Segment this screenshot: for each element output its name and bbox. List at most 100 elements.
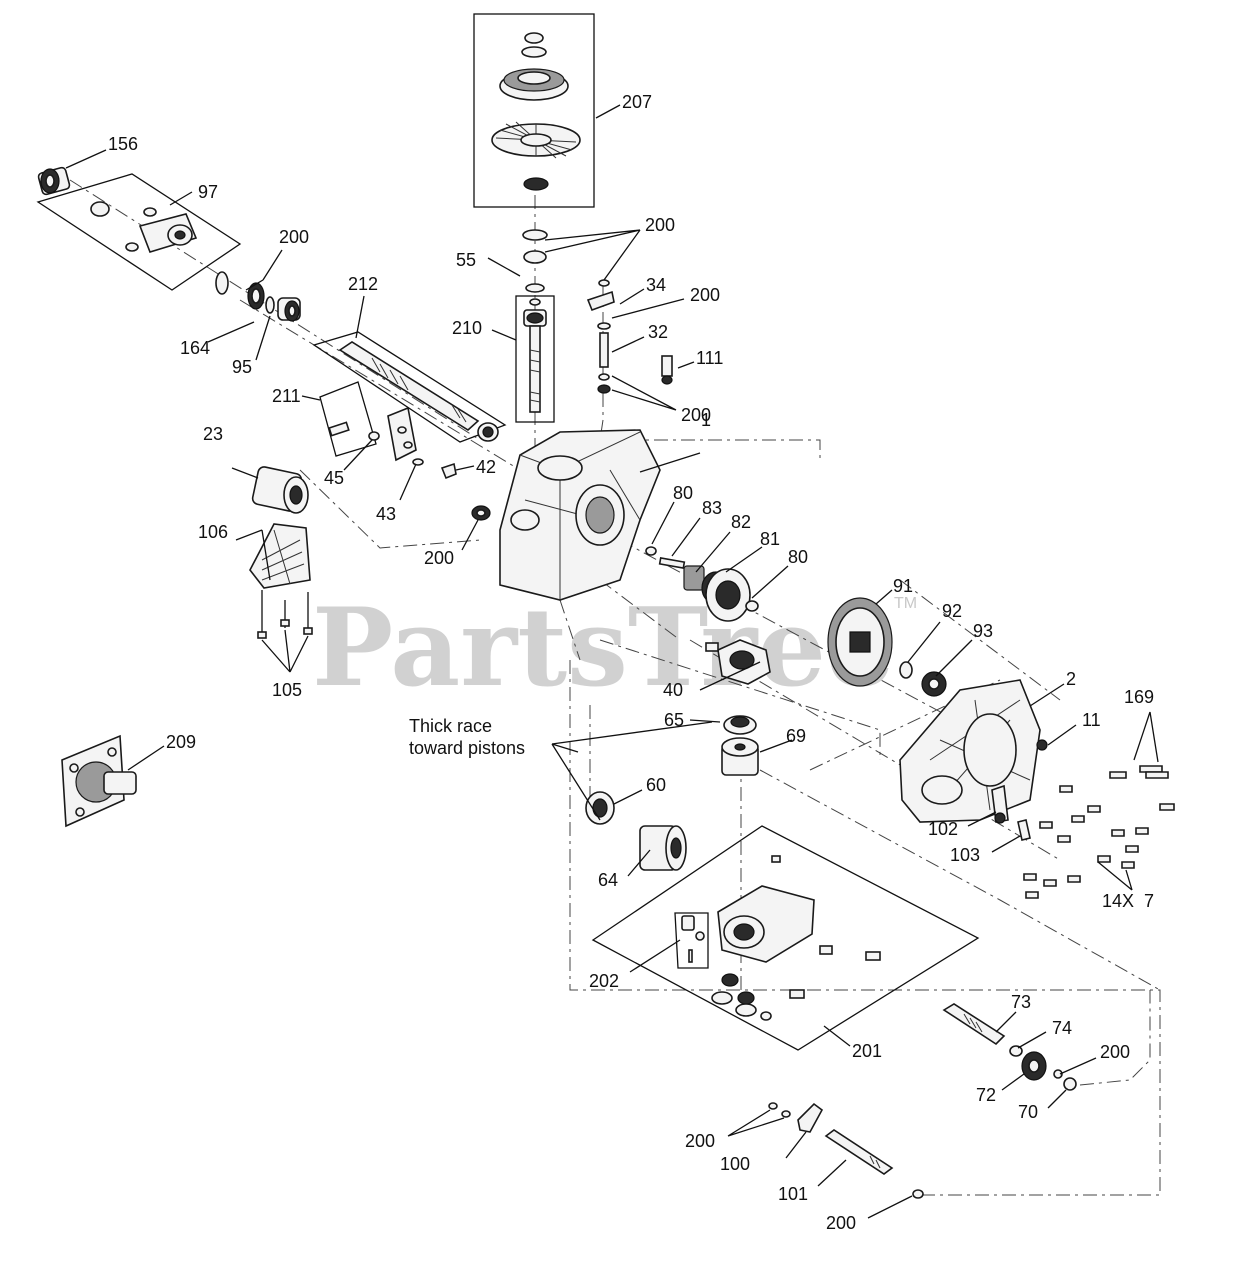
callout-69: 69 bbox=[786, 726, 806, 746]
callout-105: 105 bbox=[272, 680, 302, 700]
part-111-fitting bbox=[661, 355, 673, 385]
callout-91: 91 bbox=[893, 576, 913, 596]
part-64-pump-cylinder-block bbox=[639, 825, 687, 871]
callout-209: 209 bbox=[166, 732, 196, 752]
input-rings bbox=[522, 229, 548, 293]
part-80-83-82-81-gears bbox=[645, 546, 759, 622]
callout-95: 95 bbox=[232, 357, 252, 377]
part-169-7-bolts bbox=[1023, 765, 1175, 899]
callout-80-a: 80 bbox=[673, 483, 693, 503]
part-73-output-shaft bbox=[942, 1003, 1006, 1046]
part-97-box bbox=[36, 173, 242, 291]
callout-106: 106 bbox=[198, 522, 228, 542]
part-69-motor-cylinder-block bbox=[721, 737, 759, 776]
part-207-box bbox=[473, 13, 595, 208]
part-92-93-bearing bbox=[899, 661, 947, 697]
callout-200-h: 200 bbox=[826, 1213, 856, 1233]
part-105-screws bbox=[257, 590, 313, 639]
callout-74: 74 bbox=[1052, 1018, 1072, 1038]
part-103-clip bbox=[1017, 819, 1031, 841]
part-164-95-bearings bbox=[215, 271, 301, 322]
part-74-72-70-gear-washers bbox=[1009, 1045, 1077, 1091]
callout-45: 45 bbox=[324, 468, 344, 488]
watermark-text: PartsTree bbox=[312, 585, 895, 711]
callout-labels: 207 156 97 200 200 55 34 212 200 32 210 … bbox=[108, 92, 1154, 1233]
callout-211: 211 bbox=[272, 386, 301, 406]
callout-212: 212 bbox=[348, 274, 378, 294]
callout-97: 97 bbox=[198, 182, 218, 202]
callout-14x7: 14X 7 bbox=[1102, 891, 1154, 911]
callout-23: 23 bbox=[203, 424, 223, 444]
callout-92: 92 bbox=[942, 601, 962, 621]
note-line-1: Thick race bbox=[409, 716, 492, 736]
callout-200-f: 200 bbox=[1100, 1042, 1130, 1062]
part-207-fan-pulley-assembly bbox=[473, 13, 595, 208]
part-212-axle-shaft bbox=[312, 331, 507, 443]
callout-156: 156 bbox=[108, 134, 138, 154]
callout-200-b: 200 bbox=[645, 215, 675, 235]
callout-1: 1 bbox=[701, 410, 711, 430]
callout-200-a: 200 bbox=[279, 227, 309, 247]
part-211-box bbox=[319, 381, 377, 457]
callout-169: 169 bbox=[1124, 687, 1154, 707]
callout-72: 72 bbox=[976, 1085, 996, 1105]
callout-202: 202 bbox=[589, 971, 619, 991]
part-201-center-section-assembly bbox=[591, 825, 980, 1051]
callout-200-g: 200 bbox=[685, 1131, 715, 1151]
callout-40: 40 bbox=[663, 680, 683, 700]
callout-11: 11 bbox=[1082, 710, 1101, 730]
callout-93: 93 bbox=[973, 621, 993, 641]
callout-34: 34 bbox=[646, 275, 666, 295]
watermark-tm: TM bbox=[894, 595, 917, 612]
callout-200-d: 200 bbox=[681, 405, 711, 425]
part-210-box bbox=[515, 295, 555, 423]
part-212-box bbox=[312, 331, 507, 443]
part-11-plug bbox=[1036, 739, 1048, 751]
callout-81: 81 bbox=[760, 529, 780, 549]
part-211-valve-plate bbox=[319, 381, 457, 480]
callout-60: 60 bbox=[646, 775, 666, 795]
callout-210: 210 bbox=[452, 318, 482, 338]
callout-80-b: 80 bbox=[788, 547, 808, 567]
callout-102: 102 bbox=[928, 819, 958, 839]
part-60-thrust-bearing bbox=[585, 791, 615, 825]
part-1-main-housing bbox=[499, 429, 661, 601]
callout-103: 103 bbox=[950, 845, 980, 865]
part-100-control-arm bbox=[768, 1102, 824, 1133]
callout-201: 201 bbox=[852, 1041, 882, 1061]
part-210-input-shaft bbox=[515, 295, 555, 423]
leader-lines bbox=[65, 104, 1159, 1219]
part-202-box bbox=[674, 912, 709, 969]
callout-2: 2 bbox=[1066, 669, 1076, 689]
part-40-center-section bbox=[705, 639, 771, 685]
part-2-side-cover bbox=[899, 679, 1041, 823]
callout-70: 70 bbox=[1018, 1102, 1038, 1122]
part-200-seal-housing bbox=[471, 505, 491, 521]
part-91-bull-gear bbox=[827, 597, 893, 687]
callout-200-e: 200 bbox=[424, 548, 454, 568]
callout-43: 43 bbox=[376, 504, 396, 524]
callout-65: 65 bbox=[664, 710, 684, 730]
callout-42: 42 bbox=[476, 457, 496, 477]
callout-164: 164 bbox=[180, 338, 210, 358]
part-156-bearing bbox=[37, 166, 71, 196]
part-102-control-arm bbox=[991, 784, 1009, 824]
callout-82: 82 bbox=[731, 512, 751, 532]
part-34-32-bypass bbox=[586, 279, 615, 394]
callout-32: 32 bbox=[648, 322, 668, 342]
part-97-hub-assembly bbox=[36, 173, 242, 291]
callout-64: 64 bbox=[598, 870, 618, 890]
part-209-mounting-plate bbox=[61, 734, 137, 828]
note-thick-race: Thick race toward pistons bbox=[409, 716, 525, 758]
part-101-trunnion-shaft bbox=[824, 1129, 924, 1199]
watermark: PartsTree TM bbox=[312, 585, 917, 711]
callout-83: 83 bbox=[702, 498, 722, 518]
callout-100: 100 bbox=[720, 1154, 750, 1174]
callout-207: 207 bbox=[622, 92, 652, 112]
part-106-filter-guard bbox=[249, 523, 311, 589]
callout-73: 73 bbox=[1011, 992, 1031, 1012]
part-23-filter bbox=[251, 466, 309, 514]
callout-200-c: 200 bbox=[690, 285, 720, 305]
note-line-2: toward pistons bbox=[409, 738, 525, 758]
